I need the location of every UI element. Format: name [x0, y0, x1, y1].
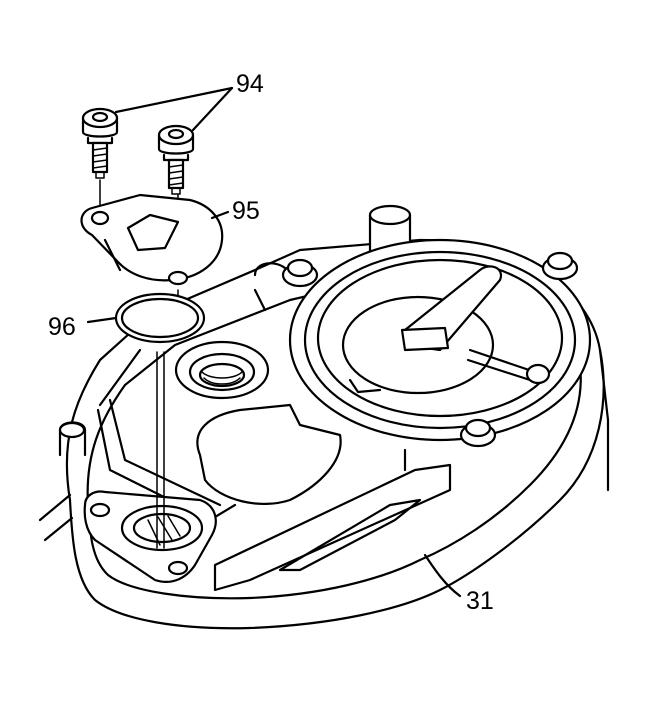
- bolt-94-left: [81, 107, 119, 179]
- leader-lines: [86, 86, 462, 598]
- callout-96: 96: [48, 313, 76, 341]
- cover-bolt-b: [459, 418, 497, 448]
- round-cover: [281, 238, 592, 448]
- small-cover-95: [80, 193, 224, 286]
- cover-bolt-tr: [541, 251, 579, 281]
- callout-94: 94: [236, 70, 264, 98]
- callout-31: 31: [466, 587, 494, 615]
- bolt-94-right: [157, 124, 195, 195]
- cover-bolt-tl: [281, 258, 319, 288]
- callout-95: 95: [232, 197, 260, 225]
- seal-ring-96: [114, 292, 206, 344]
